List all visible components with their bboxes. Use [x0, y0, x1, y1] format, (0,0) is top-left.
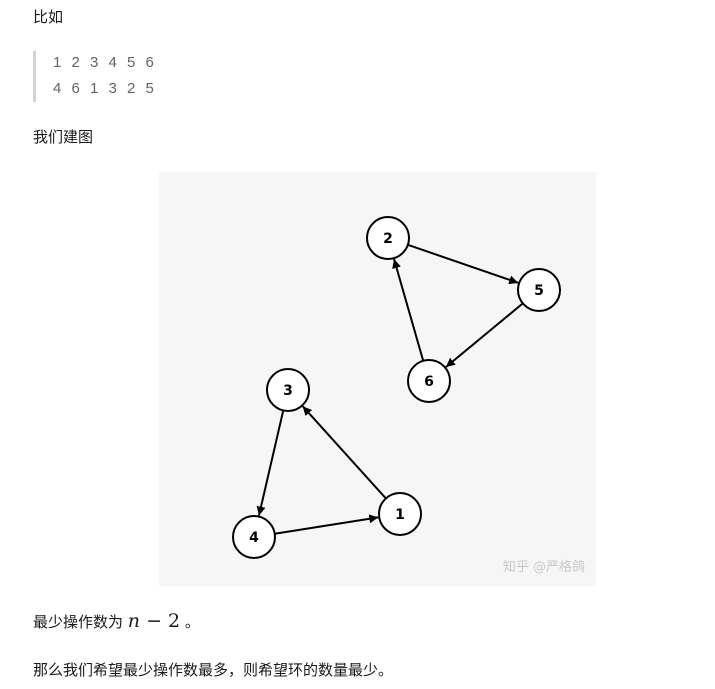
edge-2-to-5: [407, 243, 519, 285]
directed-graph: 1 2 3 4 5 6: [232, 216, 561, 559]
node-circle: [378, 492, 422, 536]
node-4: 4: [232, 515, 276, 559]
node-label: 3: [283, 383, 293, 399]
min-ops-prefix: 最少操作数为: [33, 613, 124, 631]
build-graph-text: 我们建图: [33, 128, 94, 146]
math-expression: n − 2: [128, 610, 180, 632]
conclusion-text: 那么我们希望最少操作数最多，则希望环的数量最少。: [33, 661, 394, 679]
node-2: 2: [366, 216, 410, 260]
node-circle: [232, 515, 276, 559]
node-label: 4: [249, 530, 259, 546]
edge-1-to-3: [302, 405, 387, 500]
graph-figure: 1 2 3 4 5 6 知乎 @严格鸽: [159, 172, 596, 586]
node-label: 5: [534, 283, 544, 299]
node-circle: [366, 216, 410, 260]
edge-4-to-1: [274, 514, 379, 535]
nodes-layer: 1 2 3 4 5 6: [232, 216, 561, 559]
math-rest: − 2: [140, 610, 181, 632]
node-5: 5: [517, 268, 561, 312]
permutation-line-2: 4 6 1 3 2 5: [53, 80, 157, 97]
node-1: 1: [378, 492, 422, 536]
node-label: 6: [424, 374, 434, 390]
edge-3-to-4: [256, 410, 285, 516]
node-6: 6: [407, 359, 451, 403]
watermark-text: 知乎 @严格鸽: [502, 560, 585, 575]
node-circle: [266, 368, 310, 412]
permutation-line-1: 1 2 3 4 5 6: [53, 54, 157, 71]
node-circle: [407, 359, 451, 403]
edges-layer: [256, 243, 524, 535]
math-var-n: n: [127, 610, 141, 632]
min-ops-text: 最少操作数为 n − 2 。: [33, 611, 200, 632]
permutation-blockquote: 1 2 3 4 5 6 4 6 1 3 2 5: [33, 51, 436, 102]
node-label: 2: [383, 231, 393, 247]
node-3: 3: [266, 368, 310, 412]
node-circle: [517, 268, 561, 312]
intro-text: 比如: [33, 8, 64, 26]
min-ops-suffix: 。: [180, 613, 200, 631]
node-label: 1: [395, 507, 405, 523]
edge-6-to-2: [392, 258, 425, 362]
edge-5-to-6: [445, 302, 524, 368]
